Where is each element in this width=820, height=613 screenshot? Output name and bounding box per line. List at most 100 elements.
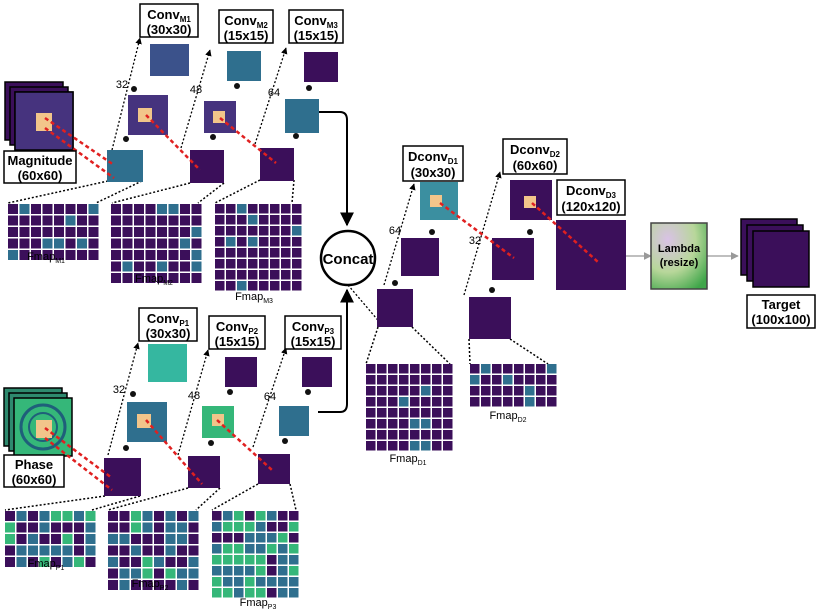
fmap-thumbnail [234,544,244,554]
fmap-thumbnail [443,441,453,451]
fmap-thumbnail [188,568,199,579]
fmap-thumbnail [256,566,266,576]
magnitude-layer-maps [107,44,338,183]
fmap-thumbnail [377,375,387,385]
fmap-thumbnail [215,270,225,280]
fmap-thumbnail [168,238,179,249]
fmap-thumbnail [281,281,291,291]
fmap-thumbnail [119,545,130,556]
fmap-thumbnail [377,386,387,396]
fmap-thumbnail [8,204,18,214]
fmap-thumbnail [168,261,179,272]
fmap-thumbnail [270,281,280,291]
fmap-thumbnail [421,397,431,407]
fmap-thumbnail [108,568,118,579]
fmap-thumbnail [410,408,420,418]
fmap-thumbnail [443,364,453,374]
fmap-thumbnail [119,511,130,521]
fmap-thumbnail [223,588,233,598]
conv-p3-size: (15x15) [291,334,336,349]
fmap-grid-d2 [470,364,557,407]
fmap-m3-label: FmapM3 [235,291,273,305]
fmap-thumbnail [108,534,118,544]
fmap-d1-label: FmapD1 [389,453,426,467]
layer-dots [123,83,533,451]
fmap-thumbnail [74,557,84,567]
fmap-thumbnail [65,215,76,226]
fmap-thumbnail [234,555,244,565]
fmap-thumbnail [134,261,144,272]
fmap-thumbnail [237,281,247,291]
fmap-thumbnail [180,250,190,260]
fmap-thumbnail [388,430,398,440]
fmap-p2-label: FmapP2 [132,578,169,592]
fmap-thumbnail [267,555,277,565]
fmap-thumbnail [215,204,225,214]
phase-input-stack [3,387,73,457]
fmap-thumbnail [157,250,167,260]
fmap-thumbnail [51,534,61,544]
fmap-thumbnail [248,248,258,258]
fmap-thumbnail [289,555,299,565]
fmap-thumbnail [212,544,222,554]
fmap-thumbnail [62,522,73,533]
fmap-thumbnail [191,273,202,283]
fmap-thumbnail [191,238,202,249]
fmap-thumbnail [31,227,41,237]
fmap-thumbnail [223,544,233,554]
fmap-thumbnail [191,215,202,226]
fmap-thumbnail [119,522,130,533]
fmap-thumbnail [237,259,247,269]
fmap-thumbnail [267,522,277,532]
fmap-thumbnail [432,441,442,451]
fmap-thumbnail [256,544,266,554]
fmap-thumbnail [377,408,387,418]
fmap-thumbnail [267,544,277,554]
fmap-thumbnail [256,511,266,521]
magnitude-input-stack [4,81,74,151]
conv-m1-size: (30x30) [147,22,192,37]
fmap-thumbnail [366,441,376,451]
fmap-thumbnail [5,557,15,567]
conv-p2-size: (15x15) [215,334,260,349]
fmap-thumbnail [525,375,535,385]
filters-m2: 48 [190,84,202,96]
target-label: Target [762,297,801,312]
fmap-thumbnail [157,273,167,283]
fmap-thumbnail [237,204,247,214]
fmap-thumbnail [212,566,222,576]
fmap-thumbnail [19,238,30,249]
fmap-thumbnail [267,577,277,587]
fmap-thumbnail [212,511,222,521]
concat-node: Concat [319,229,377,287]
fmap-thumbnail [122,204,133,214]
fmap-thumbnail [122,273,133,283]
fmap-thumbnail [65,204,76,214]
fmap-thumbnail [131,545,141,556]
fmap-thumbnail [259,259,269,269]
fmap-thumbnail [410,441,420,451]
fmap-thumbnail [8,250,18,260]
fmap-thumbnail [168,227,179,237]
fmap-thumbnail [8,215,18,226]
fmap-thumbnail [226,259,236,269]
fmap-thumbnail [223,577,233,587]
fmap-thumbnail [278,588,288,598]
fmap-thumbnail [177,522,187,533]
conv-m2-size: (15x15) [224,28,269,43]
fmap-thumbnail [191,250,202,260]
fmap-thumbnail [410,375,420,385]
fmap-thumbnail [525,397,535,407]
fmap-thumbnail [366,386,376,396]
lambda-line1: Lambda [658,243,701,255]
fmap-thumbnail [177,568,187,579]
fmap-thumbnail [85,511,96,521]
fmap-thumbnail [281,270,291,280]
fmap-thumbnail [248,281,258,291]
fmap-thumbnail [237,248,247,258]
fmap-thumbnail [256,577,266,587]
fmap-thumbnail [51,511,61,521]
fmap-thumbnail [5,522,15,533]
fmap-thumbnail [432,375,442,385]
